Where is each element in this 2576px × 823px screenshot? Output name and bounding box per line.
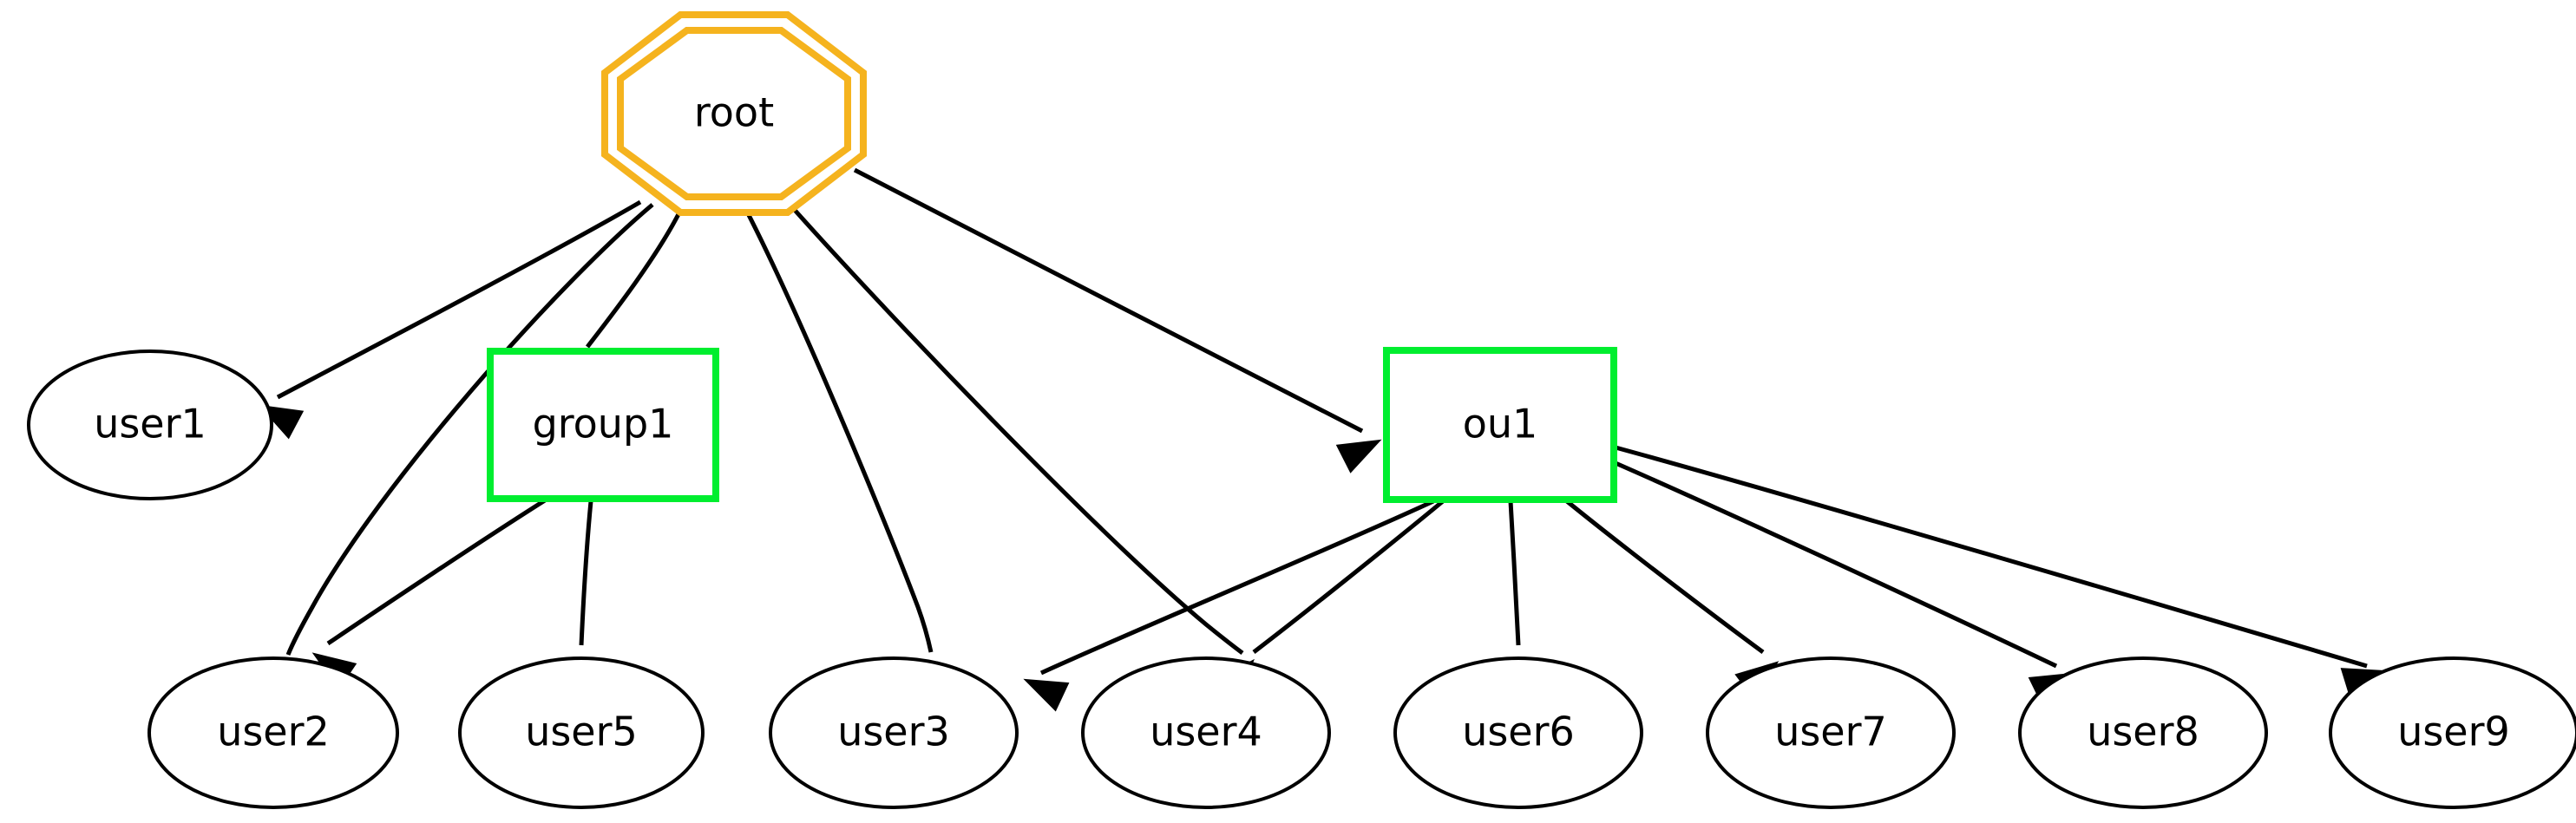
- node-shape-ellipse[interactable]: [2329, 656, 2576, 809]
- node-label-user6: user6: [1462, 709, 1575, 755]
- arrow-head-icon: [1335, 439, 1382, 474]
- node-shape-ellipse[interactable]: [1393, 656, 1643, 809]
- edge-line: [1508, 500, 1521, 646]
- node-label-user3: user3: [837, 709, 950, 755]
- node-label-ou1: ou1: [1463, 401, 1538, 447]
- node-shape-ellipse[interactable]: [769, 656, 1019, 809]
- node-user7[interactable]: user7: [1706, 656, 1956, 809]
- node-user6[interactable]: user6: [1393, 656, 1643, 809]
- edge-line: [326, 498, 547, 646]
- node-user2[interactable]: user2: [147, 656, 399, 809]
- node-shape-ellipse[interactable]: [1081, 656, 1331, 809]
- node-label-user4: user4: [1150, 709, 1262, 755]
- node-label-user9: user9: [2397, 709, 2510, 755]
- node-label-user2: user2: [217, 709, 330, 755]
- node-shape-ellipse[interactable]: [458, 656, 705, 809]
- node-user3[interactable]: user3: [769, 656, 1019, 809]
- node-user4[interactable]: user4: [1081, 656, 1331, 809]
- edge-line: [1039, 499, 1435, 676]
- node-label-user8: user8: [2087, 709, 2199, 755]
- edge-line: [579, 500, 593, 646]
- edge-line: [1565, 500, 1765, 655]
- edge-line: [276, 199, 642, 400]
- edge-ou1-to-user3: [1023, 499, 1435, 712]
- node-label-user7: user7: [1774, 709, 1887, 755]
- node-user5[interactable]: user5: [458, 656, 705, 809]
- node-shape-ellipse[interactable]: [147, 656, 399, 809]
- edge-line: [746, 213, 934, 653]
- node-shape-box[interactable]: [1383, 347, 1617, 503]
- node-shape-ellipse[interactable]: [2018, 656, 2268, 809]
- edge-line: [1615, 445, 2368, 669]
- node-shape-octagon-inner[interactable]: [617, 27, 851, 200]
- arrow-head-icon: [1023, 678, 1070, 712]
- node-label-user1: user1: [94, 401, 206, 447]
- edge-root-to-ou1: [853, 167, 1382, 474]
- node-label-user5: user5: [525, 709, 638, 755]
- node-shape-octagon-outer[interactable]: [601, 11, 867, 216]
- edge-line: [853, 167, 1364, 434]
- node-label-group1: group1: [533, 401, 674, 447]
- edge-line: [586, 211, 682, 349]
- nodes-layer: root user1 group1 ou1 user2 user5 user3 user4 us…: [27, 11, 2576, 809]
- node-label-root: root: [694, 89, 774, 136]
- edge-line: [1614, 460, 2058, 669]
- edge-line: [1252, 500, 1445, 654]
- node-shape-ellipse[interactable]: [27, 349, 273, 500]
- node-user1[interactable]: user1: [27, 349, 273, 500]
- node-group1[interactable]: group1: [487, 348, 719, 502]
- edge-line: [791, 206, 1244, 655]
- node-shape-ellipse[interactable]: [1706, 656, 1956, 809]
- edge-line: [285, 203, 654, 656]
- node-root[interactable]: root: [601, 11, 867, 216]
- node-shape-box[interactable]: [487, 348, 719, 502]
- node-user9[interactable]: user9: [2329, 656, 2576, 809]
- node-user8[interactable]: user8: [2018, 656, 2268, 809]
- node-ou1[interactable]: ou1: [1383, 347, 1617, 503]
